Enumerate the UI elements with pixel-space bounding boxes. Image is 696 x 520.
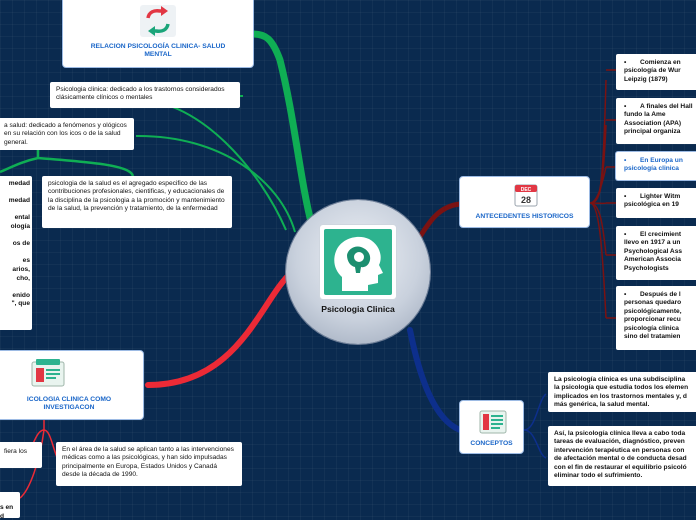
topic-investigacion-title: ICOLOGIA CLINICA COMO INVESTIGACON	[26, 396, 112, 412]
branch-antecedentes-items	[589, 69, 616, 319]
document-list-icon	[479, 410, 507, 434]
concepto-item-2-text: Así, la psicología clínica lleva a cabo …	[554, 430, 687, 480]
concepto-item-1: La psicología clínica es una subdiscipli…	[548, 372, 696, 412]
branch-conceptos-items	[523, 393, 547, 459]
note-fiera: fiera los	[0, 442, 42, 468]
branch-relacion	[249, 30, 316, 230]
topic-relacion-title: RELACION PSICOLOGÍA CLINICA- SALUD MENTA…	[90, 43, 226, 59]
note-psicologia-salud-text: a salud: dedicado a fenómenos y ológicos…	[4, 122, 127, 146]
calendar-day: 28	[521, 195, 531, 205]
left-cut-line: enido	[12, 291, 30, 299]
antecedente-item-text: Comienza en psicología de Wur Leipzig (1…	[624, 59, 681, 83]
antecedente-item: •El crecimient llevo en 1917 a un Psycho…	[616, 226, 696, 280]
left-cut-line: medad	[8, 180, 30, 187]
antecedente-item-text: En Europa un psicología clinica	[624, 157, 683, 173]
note-psicologia-salud: a salud: dedicado a fenómenos y ológicos…	[0, 118, 134, 150]
central-topic[interactable]: Psicologia Clinica	[286, 200, 430, 344]
branch-relacion-salud	[0, 148, 135, 177]
note-bottom-cut: s en d	[0, 492, 20, 518]
topic-conceptos[interactable]: CONCEPTOS	[459, 400, 524, 454]
note-fiera-text: fiera los	[4, 448, 28, 455]
branch-conceptos	[407, 327, 463, 433]
left-cut-line	[0, 189, 30, 198]
topic-conceptos-title: CONCEPTOS	[470, 440, 513, 447]
concepto-item-2: Así, la psicología clínica lleva a cabo …	[548, 426, 696, 486]
bullet-marker: •	[624, 59, 627, 66]
note-salud-agregado: psicologia de la salud es el agregado es…	[42, 176, 232, 228]
bullet-marker: •	[624, 103, 627, 110]
note-bottom-cut-text: s en d	[0, 504, 14, 518]
concepto-item-1-text: La psicología clínica es una subdiscipli…	[554, 376, 689, 409]
left-cut-line: ental	[14, 214, 30, 222]
antecedente-item: •Comienza en psicología de Wur Leipzig (…	[616, 54, 696, 90]
topic-antecedentes[interactable]: DEC 28 ANTECEDENTES HISTORICOS	[459, 176, 590, 228]
antecedente-item: •En Europa un psicología clinica	[616, 152, 696, 180]
calendar-icon: DEC 28	[514, 183, 538, 207]
central-title: Psicologia Clinica	[321, 304, 395, 314]
head-silhouette-icon	[320, 225, 396, 299]
note-psicologia-clinica-text: Psicologia clinica: dedicado a los trast…	[56, 86, 225, 102]
left-cut-line	[0, 206, 30, 215]
bullet-marker: •	[624, 193, 627, 200]
note-europa: En el área de la salud se aplican tanto …	[56, 442, 242, 486]
left-cut-line	[0, 283, 30, 292]
topic-antecedentes-title: ANTECEDENTES HISTORICOS	[475, 213, 574, 220]
antecedente-item: •A finales del Hall fundo la Ame Associa…	[616, 98, 696, 144]
bullet-marker: •	[624, 231, 627, 238]
branch-investigacion-items	[19, 420, 59, 499]
calendar-month: DEC	[521, 187, 532, 193]
note-psicologia-clinica: Psicologia clinica: dedicado a los trast…	[50, 82, 240, 108]
bullet-marker: •	[624, 157, 627, 164]
left-cut-line: medad	[8, 197, 30, 205]
left-cut-line: ", que	[11, 300, 30, 308]
branch-relacion-sub3	[135, 134, 296, 233]
clipboard-list-icon	[31, 359, 65, 387]
left-cut-line	[0, 232, 30, 241]
antecedente-item-text: A finales del Hall fundo la Ame Associat…	[624, 103, 693, 136]
antecedente-item: •Lighter Witm psicológica en 19	[616, 188, 696, 218]
bullet-marker: •	[624, 291, 627, 298]
antecedente-item-text: Después de l personas quedaro psicológic…	[624, 291, 682, 341]
recycle-arrows-icon	[140, 5, 176, 37]
note-salud-agregado-text: psicologia de la salud es el agregado es…	[48, 180, 225, 213]
branch-antecedentes	[415, 201, 463, 243]
antecedente-item: •Después de l personas quedaro psicológi…	[616, 286, 696, 350]
antecedente-item-text: El crecimient llevo en 1917 a un Psychol…	[624, 231, 683, 272]
left-cut-line: ología	[10, 222, 30, 230]
topic-investigacion[interactable]: ICOLOGIA CLINICA COMO INVESTIGACON	[0, 350, 144, 420]
topic-relacion[interactable]: RELACION PSICOLOGÍA CLINICA- SALUD MENTA…	[62, 0, 254, 68]
left-cut-line: es	[22, 257, 30, 265]
note-europa-text: En el área de la salud se aplican tanto …	[62, 446, 234, 479]
left-cut-line: arios,	[12, 265, 30, 273]
left-cut-line: cho,	[16, 274, 30, 282]
left-cut-line: os de	[12, 240, 30, 248]
left-cut-line	[0, 249, 30, 258]
branch-investigacion	[145, 269, 295, 388]
antecedente-item-text: Lighter Witm psicológica en 19	[624, 193, 681, 209]
